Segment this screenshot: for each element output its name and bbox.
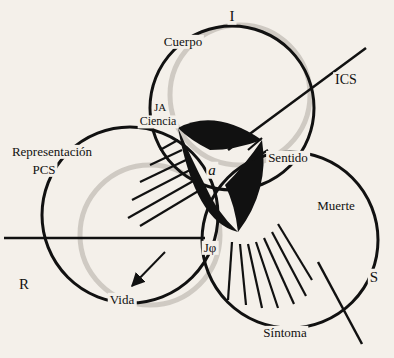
central-lobes [178,120,264,232]
region-label: Representación [10,145,94,159]
region-label: I [228,8,237,25]
region-label: Síntoma [261,326,308,340]
region-label: Jφ [202,241,219,255]
arrow-vida [132,252,165,286]
ring-symbolic [202,152,378,328]
region-label: S [368,269,380,286]
region-label: Vida [108,293,137,307]
region-label: Cuerpo [162,35,204,49]
region-label: Sentido [266,151,310,165]
region-label: PCS [30,163,57,177]
lobe [178,128,238,232]
real-line [4,237,205,240]
faint-rings [80,25,310,305]
region-label: Muerte [315,199,357,213]
region-label: ICS [333,72,359,87]
region-label: R [17,276,31,293]
region-label: JA [152,101,168,113]
symbolic-line [318,262,362,344]
region-label: a [206,162,218,179]
region-label: Ciencia [138,115,179,128]
rings [42,26,378,328]
hatching [128,138,312,308]
lobe [178,120,262,150]
lobe [225,140,264,232]
